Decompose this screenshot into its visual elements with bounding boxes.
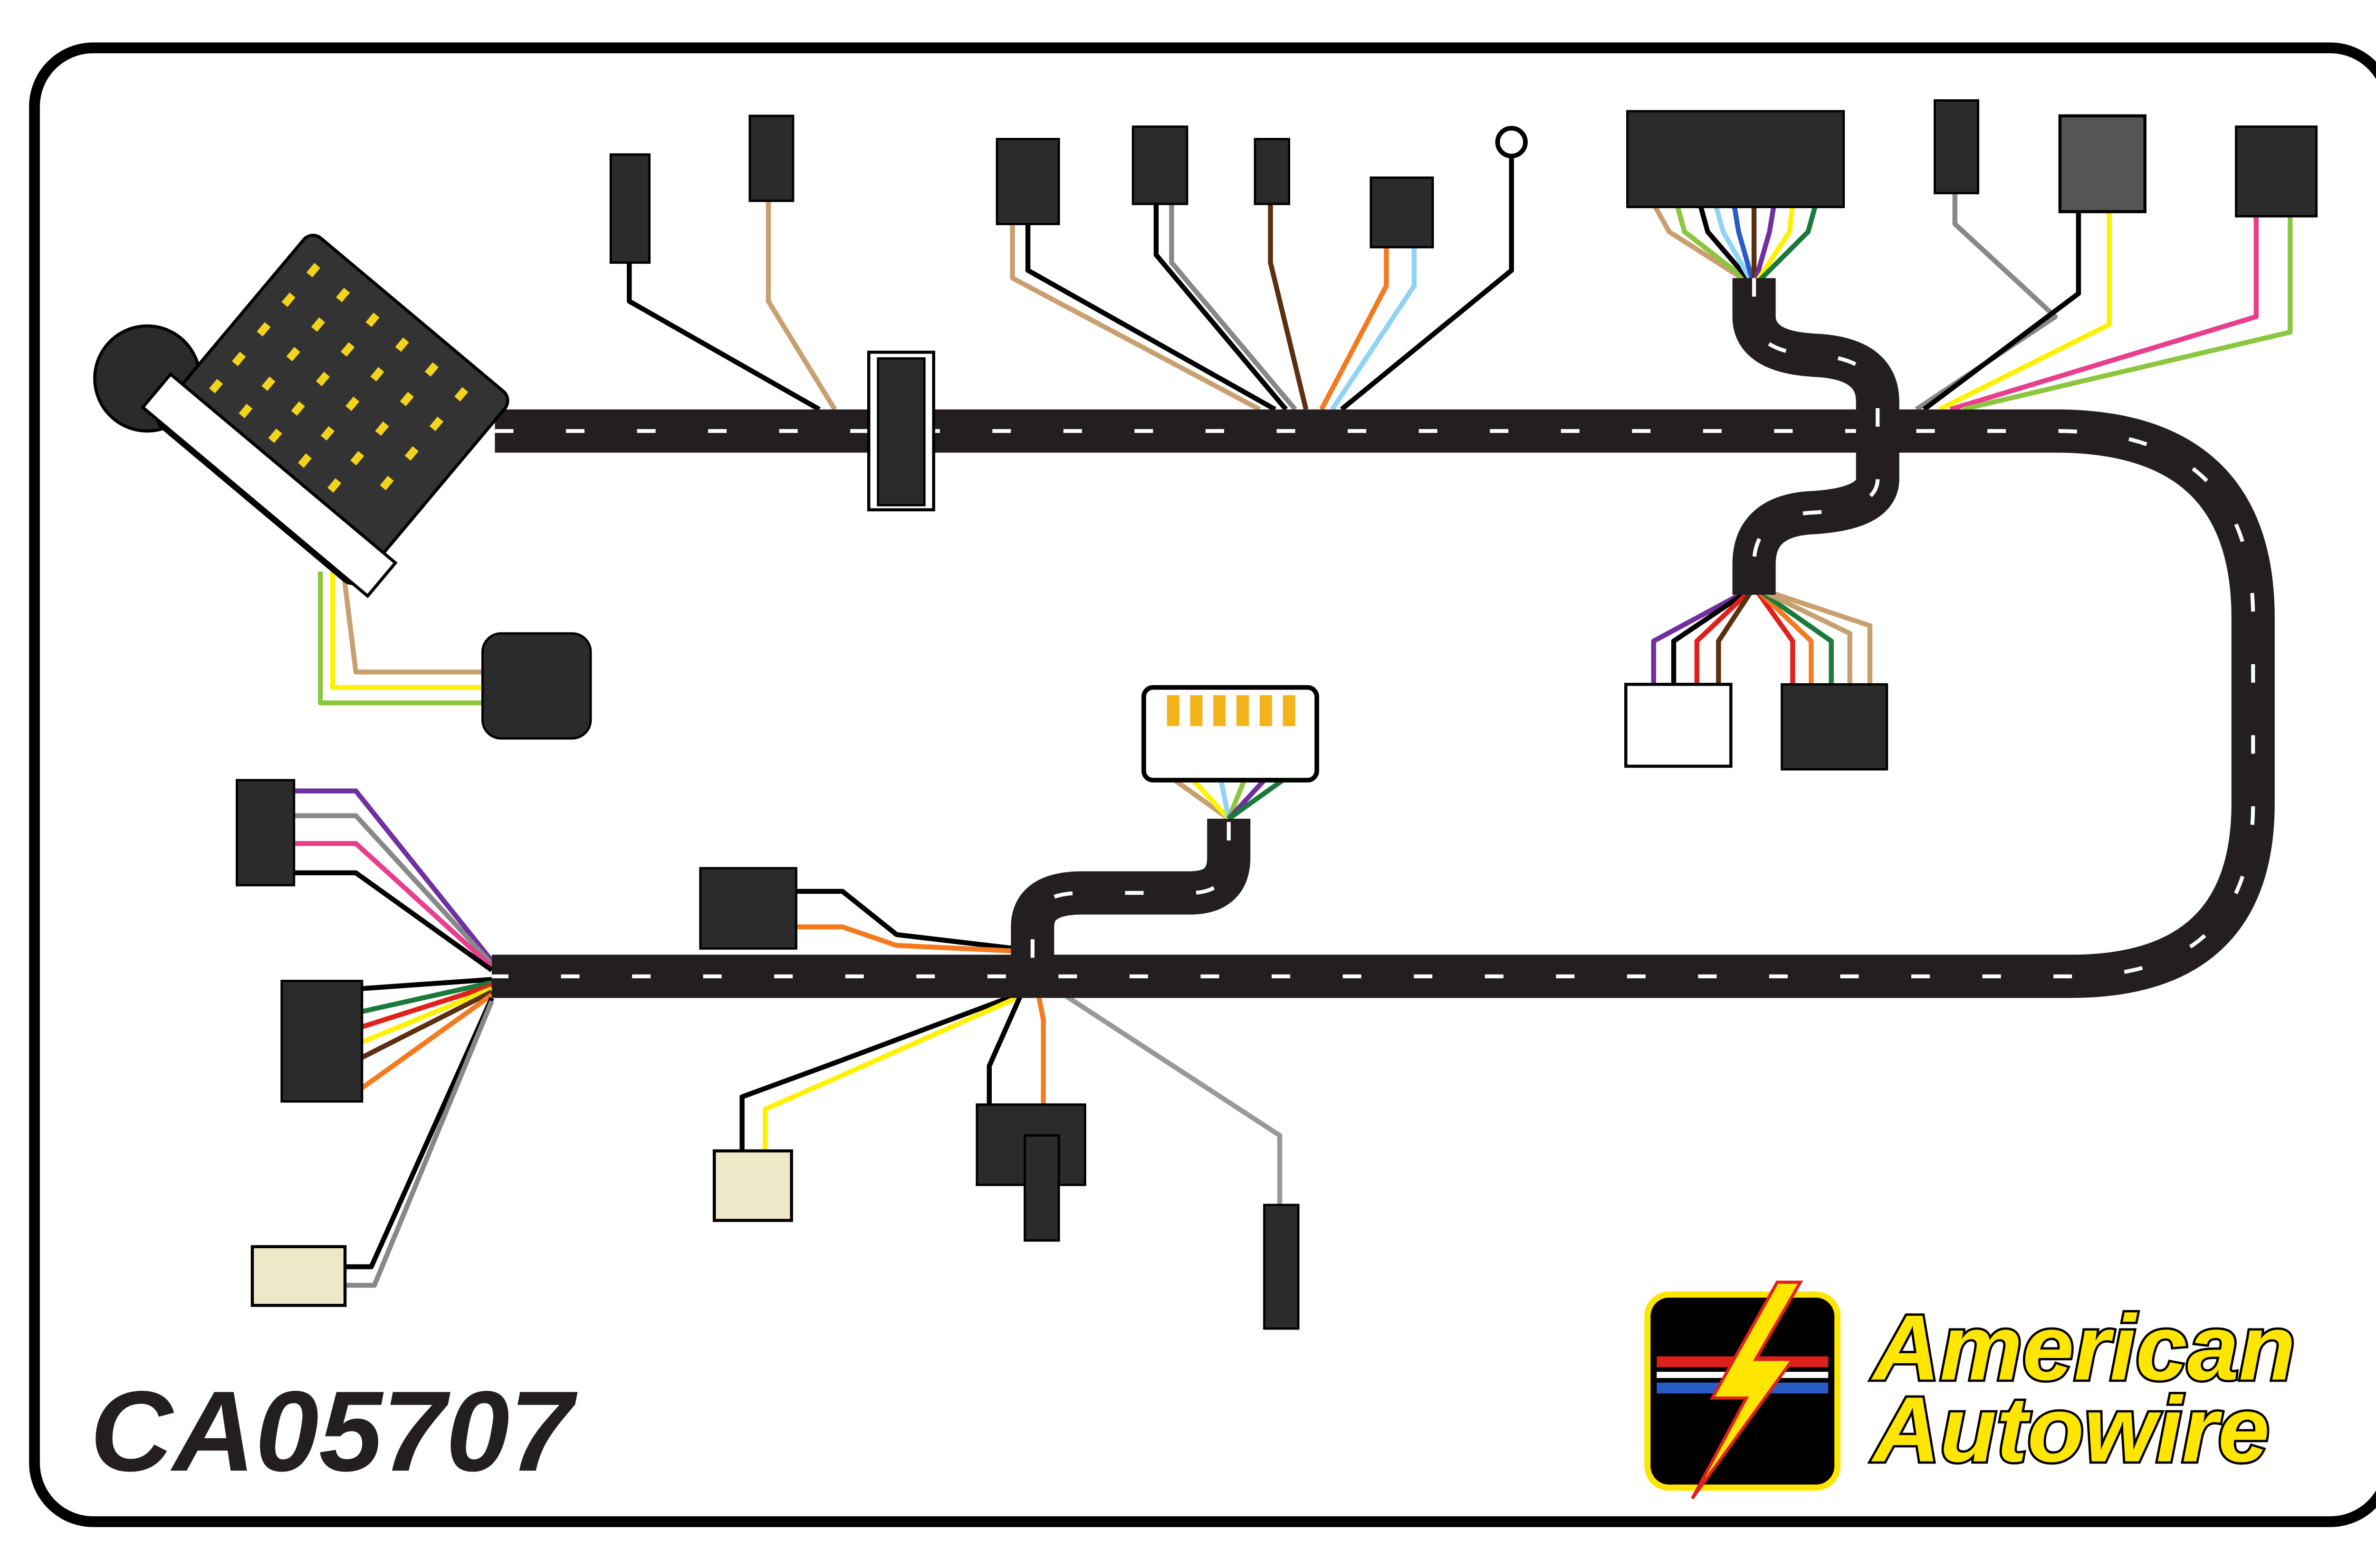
brand-logo: American Autowire (1644, 1281, 2298, 1500)
connector-icon (1370, 176, 1434, 249)
bulb-socket-icon (250, 1245, 347, 1307)
connector-icon (1254, 138, 1290, 205)
brand-line1: American (1871, 1296, 2296, 1399)
part-number: CA05707 (90, 1367, 578, 1495)
connector-icon (481, 632, 592, 740)
connector-icon (1934, 99, 1980, 194)
connector-icon (280, 980, 364, 1103)
connector-icon (699, 867, 797, 950)
lightning-bolt-logo-icon (1691, 1281, 1803, 1500)
connector-icon (2058, 114, 2146, 213)
fuse-block-icon (93, 234, 509, 598)
brand-line2: Autowire (1871, 1378, 2270, 1482)
harness-trunk (491, 278, 2275, 998)
connector-icon (1263, 1204, 1300, 1330)
connector-icon (236, 779, 296, 887)
bulb-socket-icon (712, 1149, 793, 1222)
wires (294, 157, 2293, 1288)
connector-icon (2235, 125, 2318, 218)
connector-icon (609, 153, 651, 264)
connectors (236, 99, 2318, 1330)
connector-icon (1626, 110, 1845, 209)
connector-icon (1141, 685, 1319, 783)
connector-icon (996, 138, 1060, 225)
connector-icon (1781, 683, 1888, 771)
ring-terminal-icon (1495, 125, 1528, 159)
connector-icon (1131, 125, 1188, 205)
connector-icon (748, 115, 795, 202)
connector-icon (1624, 683, 1733, 768)
